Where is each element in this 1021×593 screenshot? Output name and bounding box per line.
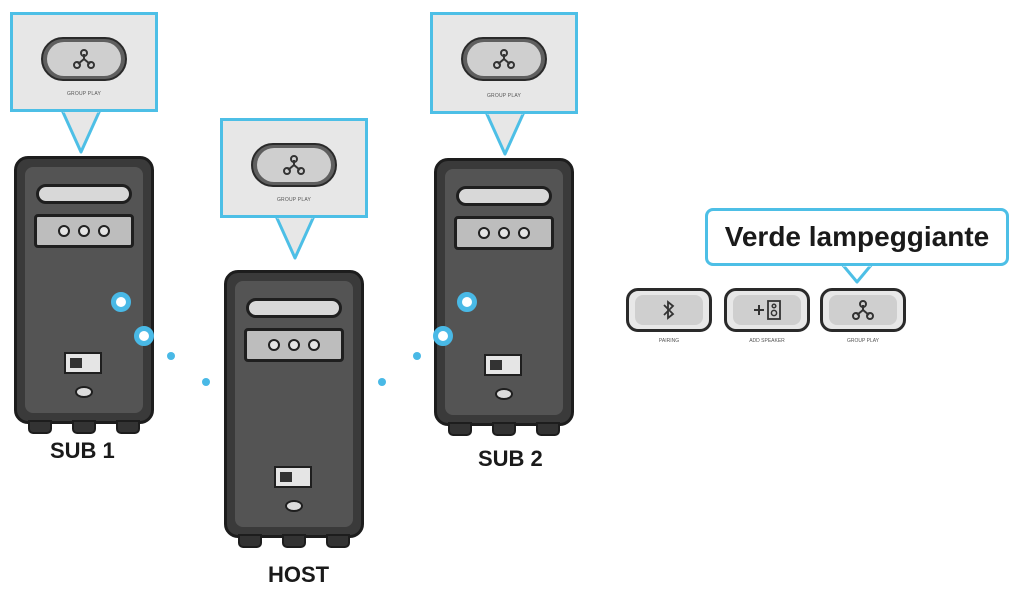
group-play-icon bbox=[852, 300, 874, 320]
led-indicator bbox=[134, 326, 154, 346]
add-speaker-icon bbox=[754, 300, 781, 320]
callout-sub2: GROUP PLAY bbox=[430, 12, 578, 114]
button-caption: GROUP PLAY bbox=[276, 197, 312, 203]
button-caption: GROUP PLAY bbox=[486, 93, 522, 99]
speaker-sub1 bbox=[14, 156, 154, 434]
connection-dot bbox=[413, 352, 421, 360]
device-label-host: HOST bbox=[268, 562, 330, 587]
callout-host: GROUP PLAY bbox=[220, 118, 368, 218]
status-label: Verde lampeggiante bbox=[724, 221, 990, 252]
button-caption: GROUP PLAY bbox=[66, 91, 102, 97]
connection-dot bbox=[167, 352, 175, 360]
group-play-button-panel[interactable] bbox=[820, 288, 906, 332]
speaker-sub2 bbox=[434, 158, 574, 436]
callout-sub1: GROUP PLAY bbox=[10, 12, 158, 112]
status-label-box: Verde lampeggiante bbox=[705, 208, 1009, 266]
add-speaker-button[interactable] bbox=[724, 288, 810, 332]
group-play-button[interactable] bbox=[41, 37, 127, 81]
device-label-sub1: SUB 1 bbox=[50, 438, 115, 463]
pairing-caption: PAIRING bbox=[658, 338, 680, 344]
group-play-button[interactable] bbox=[251, 143, 337, 187]
group-play-caption: GROUP PLAY bbox=[846, 338, 880, 344]
led-indicator bbox=[457, 292, 477, 312]
add-speaker-caption: ADD SPEAKER bbox=[749, 338, 785, 344]
device-label-sub2: SUB 2 bbox=[478, 446, 543, 471]
led-indicator bbox=[111, 292, 131, 312]
group-play-button[interactable] bbox=[461, 37, 547, 81]
group-play-icon bbox=[493, 49, 515, 69]
led-indicator bbox=[433, 326, 453, 346]
group-play-icon bbox=[73, 49, 95, 69]
pairing-button[interactable] bbox=[626, 288, 712, 332]
speaker-host bbox=[224, 270, 364, 548]
bluetooth-icon bbox=[663, 300, 675, 320]
connection-dot bbox=[202, 378, 210, 386]
group-play-icon bbox=[283, 155, 305, 175]
connection-dot bbox=[378, 378, 386, 386]
